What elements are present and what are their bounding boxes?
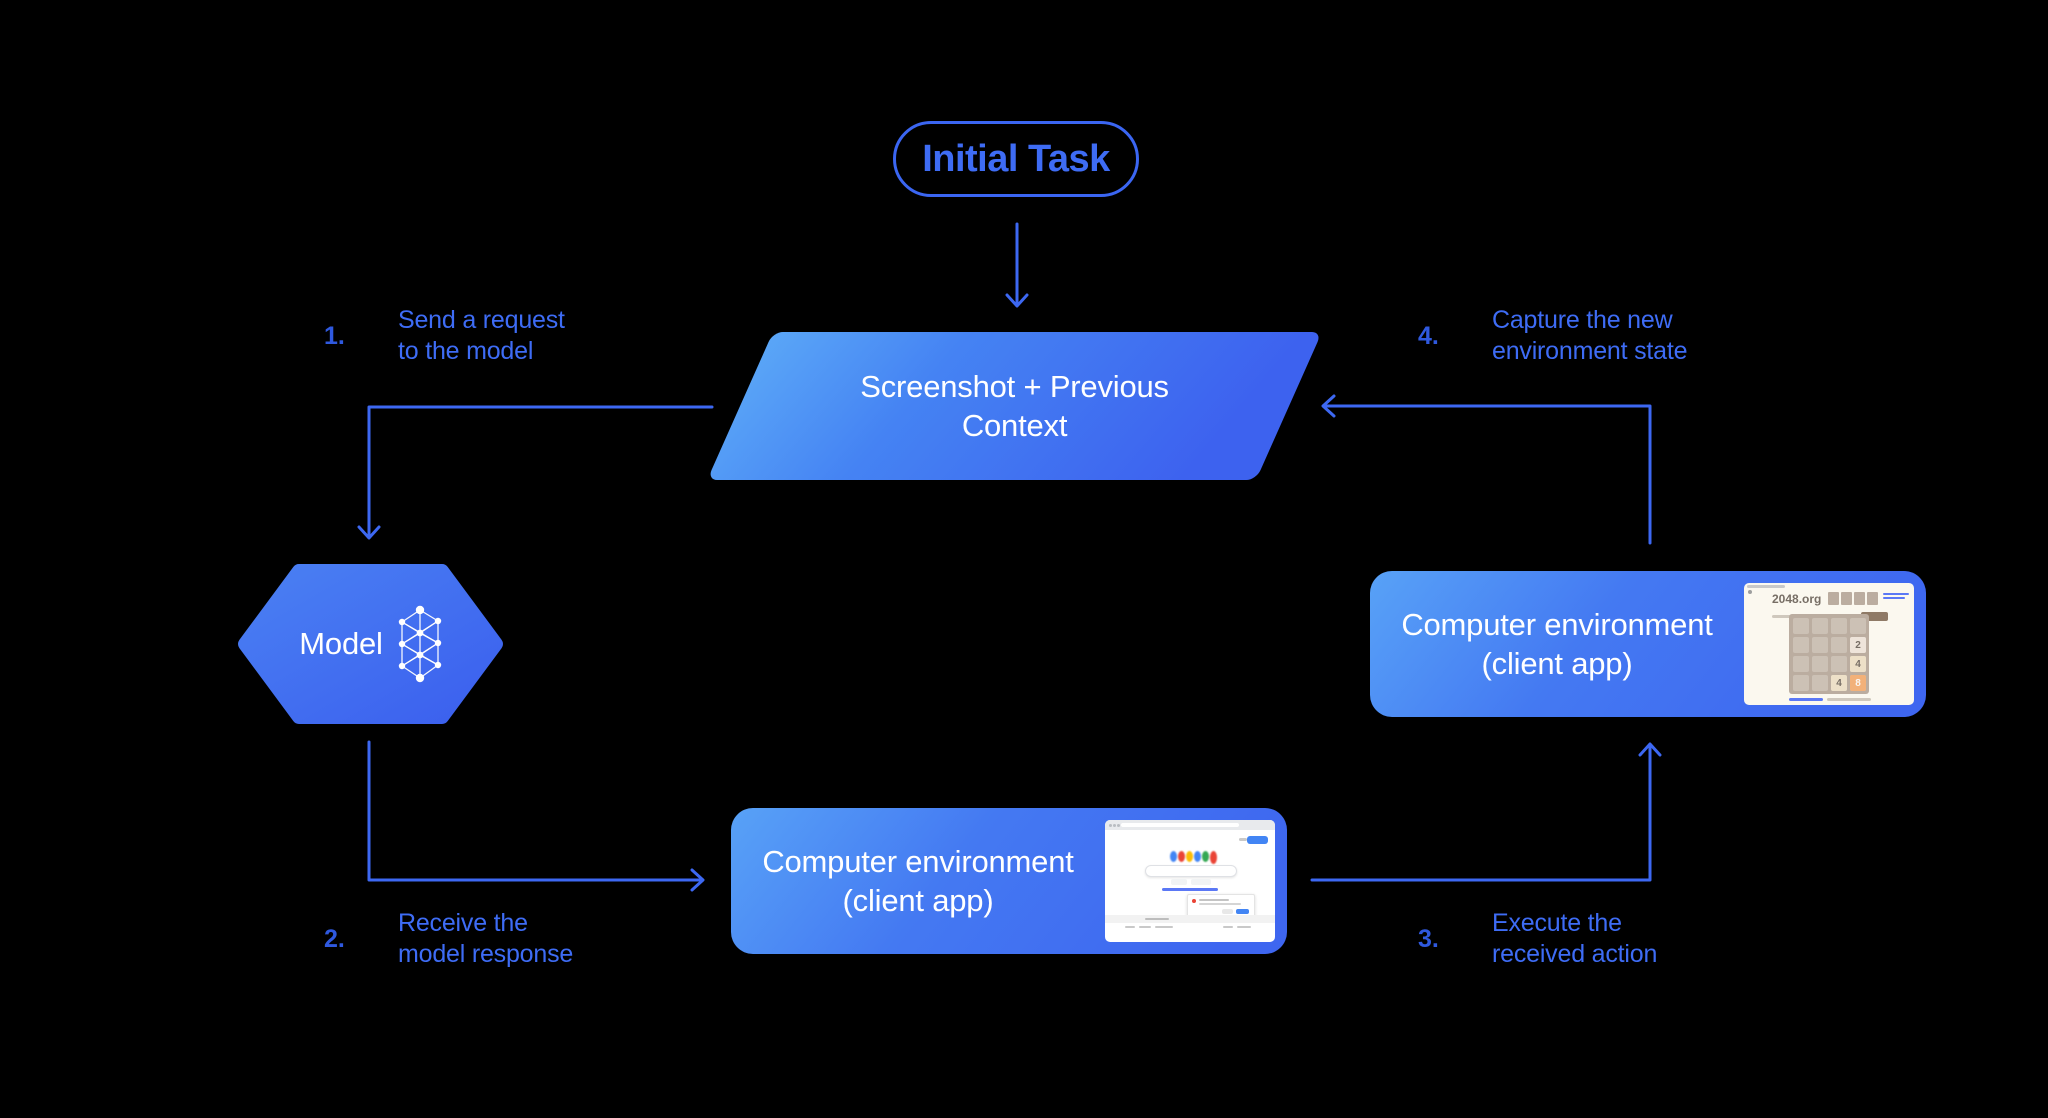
grid-cell [1831,637,1847,653]
dialog-text [1199,899,1229,901]
step-number: 3. [1418,924,1439,953]
logo-letter [1210,851,1217,864]
nav-link [1239,838,1247,841]
model-node: Model [245,571,496,717]
game-site-title: 2048.org [1772,592,1822,606]
grid-cell [1812,637,1828,653]
lucky-button [1191,879,1211,885]
step-label-1: 1. Send a request to the model [324,305,565,367]
step-label-3: 3. Execute the received action [1418,908,1657,970]
arrow-environment-to-context [1321,394,1652,545]
grid-cell [1812,675,1828,691]
dialog-primary-button [1236,909,1249,914]
step-text: Send a request to the model [398,306,565,365]
window-dot [1109,824,1112,827]
language-link [1162,888,1218,891]
new-game-button [1861,612,1888,621]
google-logo [1170,849,1217,864]
footer-link [1789,698,1823,701]
sign-in-button [1247,836,1268,844]
score-box [1841,592,1852,605]
google-page-thumbnail [1105,820,1275,942]
footer-link [1155,926,1173,928]
window-dot [1113,824,1116,827]
grid-cell [1793,675,1809,691]
environment-node-right: Computer environment (client app) 2048.o… [1370,571,1926,717]
environment-label: Computer environment (client app) [1370,605,1744,683]
footer-link [1223,926,1233,928]
logo-letter [1170,851,1177,862]
footer-text [1145,918,1169,920]
grid-cell [1812,618,1828,634]
initial-task-label: Initial Task [922,137,1110,180]
step-text: Receive the model response [398,909,574,968]
game-tile: 4 [1831,675,1847,691]
step-label-2: 2. Receive the model response [324,908,573,970]
initial-task-node: Initial Task [893,121,1139,197]
grid-cell [1793,637,1809,653]
browser-tab [1747,585,1785,588]
browser-chrome-bar [1105,820,1275,830]
step-number: 4. [1418,321,1439,350]
step-text: Capture the new environment state [1492,306,1688,365]
context-node: Screenshot + Previous Context [707,332,1322,480]
address-bar [1121,823,1239,827]
search-bar [1145,865,1237,877]
environment-node-bottom: Computer environment (client app) [731,808,1287,954]
footer-link [1125,926,1135,928]
step-number: 2. [324,924,345,953]
logo-letter [1202,851,1209,862]
environment-title: Computer environment [762,844,1074,879]
grid-cell [1793,656,1809,672]
dialog-icon [1192,899,1196,903]
score-box [1867,592,1878,605]
dialog-secondary-button [1222,909,1233,914]
step-text: Execute the received action [1492,909,1658,968]
score-box [1854,592,1865,605]
dialog-text [1199,903,1241,905]
arrow-environment-to-environment [1310,742,1662,882]
game-tile: 8 [1850,675,1866,691]
browser-icon [1748,590,1752,594]
grid-cell [1812,656,1828,672]
model-label: Model [299,626,383,661]
context-label: Screenshot + Previous Context [860,369,1169,443]
window-dot [1117,824,1120,827]
footer-link [1237,926,1251,928]
grid-cell [1793,618,1809,634]
logo-letter [1178,851,1185,862]
header-link [1883,597,1905,599]
environment-label: Computer environment (client app) [731,842,1105,920]
logo-letter [1186,851,1193,862]
game-2048-thumbnail: 2048.org 2 4 4 8 [1744,583,1914,705]
cookie-dialog [1187,894,1255,919]
game-tile: 4 [1850,656,1866,672]
environment-subtitle: (client app) [1481,646,1633,681]
grid-cell [1831,618,1847,634]
score-box [1828,592,1839,605]
environment-subtitle: (client app) [842,883,994,918]
step-label-4: 4. Capture the new environment state [1418,305,1688,367]
game-tile: 2 [1850,637,1866,653]
step-number: 1. [324,321,345,350]
arrow-model-to-environment [367,740,705,892]
grid-cell [1831,656,1847,672]
header-link [1883,593,1909,595]
arrow-context-to-model [357,405,714,540]
search-button [1171,879,1187,885]
grid-cell [1850,618,1866,634]
neural-network-icon [398,605,441,683]
footer-text [1827,698,1871,701]
logo-letter [1194,851,1201,862]
page-footer [1105,915,1275,923]
footer-link [1139,926,1151,928]
arrow-task-to-context [1005,222,1029,308]
environment-title: Computer environment [1401,607,1713,642]
